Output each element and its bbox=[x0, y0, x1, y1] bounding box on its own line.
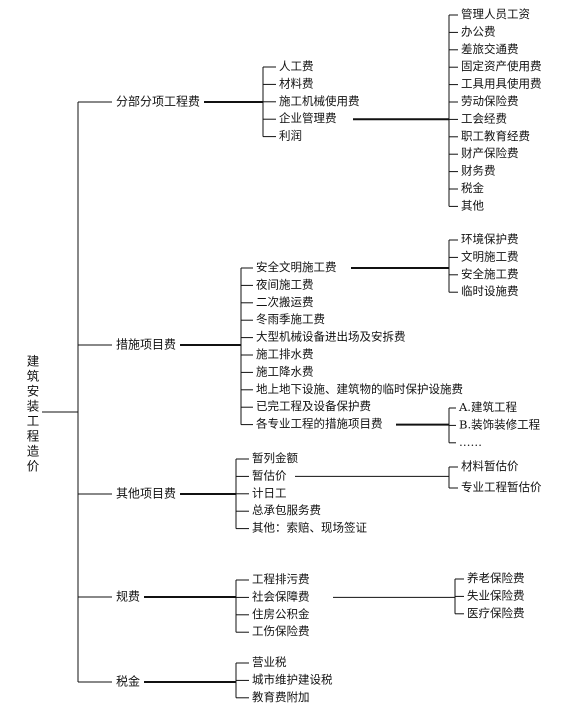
sub-item-label: 工具用具使用费 bbox=[461, 77, 542, 91]
sub-item-label: 专业工程暂估价 bbox=[461, 480, 542, 494]
sub-item-label: 医疗保险费 bbox=[467, 606, 525, 620]
root-label-char: 建 bbox=[27, 354, 40, 369]
sub-item-label: 财务费 bbox=[461, 164, 496, 178]
item-label: 人工费 bbox=[279, 59, 314, 73]
category-label: 分部分项工程费 bbox=[116, 94, 200, 109]
root-label-char: 安 bbox=[27, 384, 40, 399]
category-label: 其他项目费 bbox=[116, 487, 176, 501]
root-label-char: 价 bbox=[27, 459, 40, 474]
item-label: 材料费 bbox=[279, 76, 314, 90]
item-label: 其他：索赔、现场签证 bbox=[252, 521, 367, 535]
item-label: 教育费附加 bbox=[252, 690, 310, 704]
item-label: 施工排水费 bbox=[256, 347, 314, 361]
item-label: 施工机械使用费 bbox=[279, 94, 360, 108]
item-label: 利润 bbox=[279, 129, 302, 143]
category-label: 措施项目费 bbox=[116, 338, 176, 352]
sub-item-label: 其他 bbox=[461, 198, 484, 212]
sub-item-label: 管理人员工资 bbox=[461, 7, 530, 21]
sub-item-label: 办公费 bbox=[461, 24, 496, 38]
connector-lines bbox=[42, 14, 464, 699]
item-label: 二次搬运费 bbox=[256, 295, 314, 309]
item-label: 住房公积金 bbox=[252, 607, 310, 621]
sub-item-label: 材料暂估价 bbox=[461, 459, 519, 473]
category-label: 规费 bbox=[116, 589, 140, 604]
sub-item-label: B.装饰装修工程 bbox=[459, 417, 541, 431]
sub-item-label: …… bbox=[459, 435, 482, 449]
sub-item-label: 环境保护费 bbox=[461, 232, 519, 246]
item-label: 各专业工程的措施项目费 bbox=[256, 417, 383, 431]
sub-item-label: 工会经费 bbox=[461, 111, 507, 125]
item-label: 冬雨季施工费 bbox=[256, 312, 325, 326]
item-label: 暂列金额 bbox=[252, 451, 298, 465]
sub-item-label: 税金 bbox=[461, 181, 484, 195]
item-label: 计日工 bbox=[252, 486, 287, 500]
item-label: 工程排污费 bbox=[252, 572, 310, 586]
sub-item-label: 劳动保险费 bbox=[461, 94, 519, 108]
item-label: 社会保障费 bbox=[252, 589, 310, 603]
sub-item-label: A.建筑工程 bbox=[458, 400, 517, 414]
sub-item-label: 职工教育经费 bbox=[461, 129, 530, 143]
sub-item-label: 差旅交通费 bbox=[461, 42, 519, 56]
root-label-char: 筑 bbox=[27, 369, 40, 384]
sub-item-label: 财产保险费 bbox=[461, 146, 519, 160]
item-label: 城市维护建设税 bbox=[252, 672, 333, 686]
item-label: 总承包服务费 bbox=[252, 503, 321, 517]
root-label-char: 工 bbox=[27, 414, 40, 429]
sub-item-label: 养老保险费 bbox=[467, 571, 525, 585]
item-label: 暂估价 bbox=[252, 468, 287, 482]
item-label: 夜间施工费 bbox=[256, 277, 314, 291]
item-label: 工伤保险费 bbox=[252, 624, 310, 638]
root-label-char: 造 bbox=[27, 444, 40, 459]
root-label-char: 装 bbox=[27, 399, 40, 414]
sub-item-label: 失业保险费 bbox=[467, 588, 525, 602]
sub-item-label: 固定资产使用费 bbox=[461, 59, 542, 73]
item-label: 营业税 bbox=[252, 655, 287, 669]
item-label: 施工降水费 bbox=[256, 364, 314, 378]
item-label: 已完工程及设备保护费 bbox=[256, 399, 371, 413]
item-label: 大型机械设备进出场及安拆费 bbox=[256, 330, 406, 344]
item-label: 安全文明施工费 bbox=[256, 260, 337, 274]
item-label: 地上地下设施、建筑物的临时保护设施费 bbox=[256, 382, 463, 396]
root-label-char: 程 bbox=[27, 429, 40, 444]
item-label: 企业管理费 bbox=[279, 111, 337, 125]
sub-item-label: 临时设施费 bbox=[461, 284, 519, 298]
category-label: 税金 bbox=[116, 674, 140, 689]
sub-item-label: 安全施工费 bbox=[461, 267, 519, 281]
sub-item-label: 文明施工费 bbox=[461, 249, 519, 263]
